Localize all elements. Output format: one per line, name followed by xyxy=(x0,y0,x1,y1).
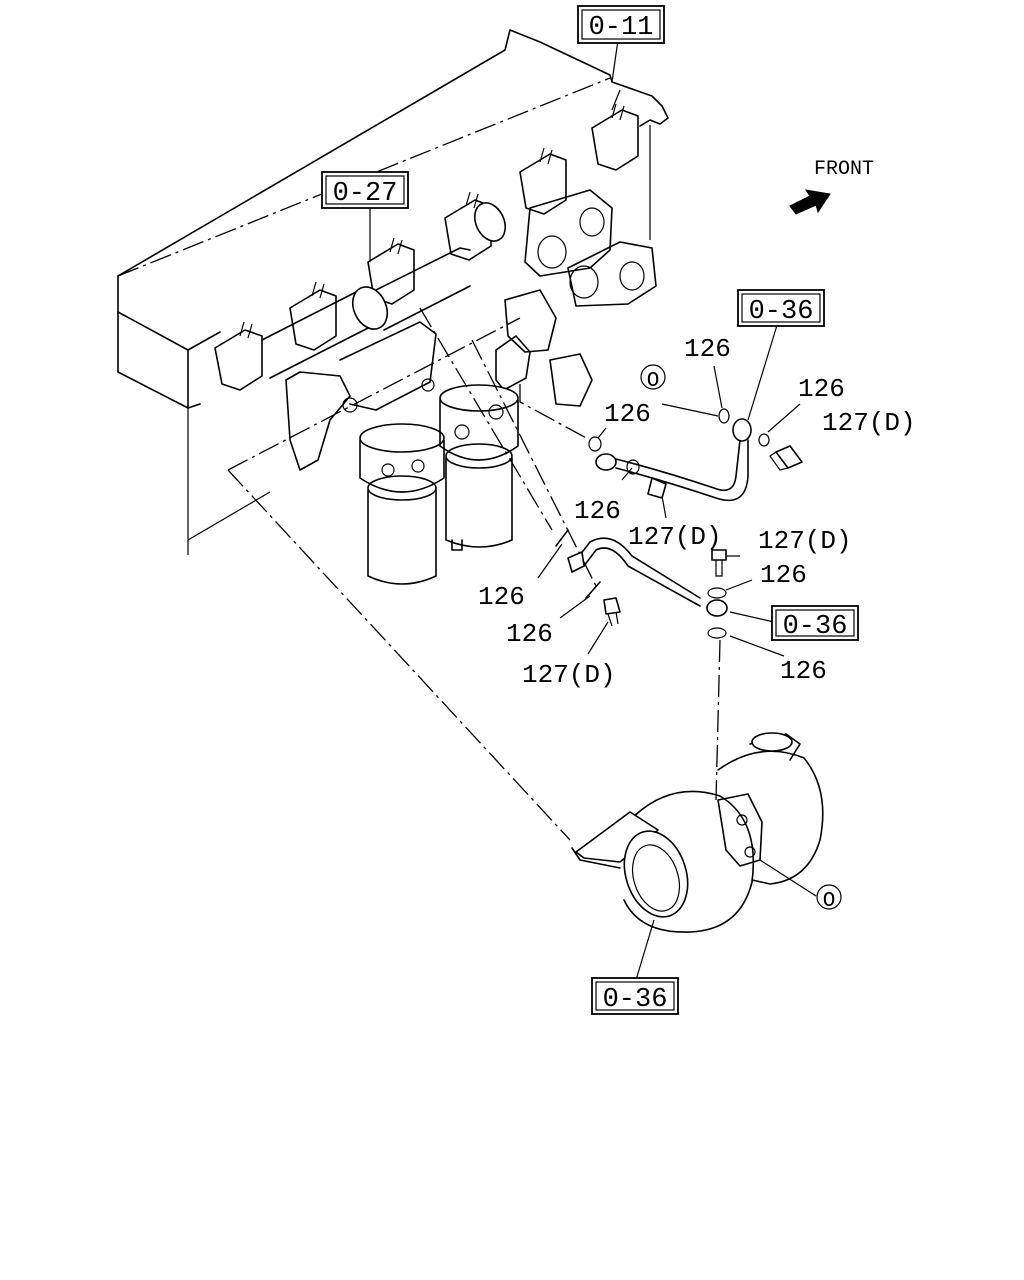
engine-block xyxy=(117,29,669,585)
callout-126: 126 xyxy=(604,399,651,429)
callout-126: 126 xyxy=(780,656,827,686)
ref-label-0-36-mid: 0-36 xyxy=(783,612,848,642)
ref-box-0-36-mid[interactable]: 0-36 xyxy=(771,605,859,642)
ref-label-0-36-top: 0-36 xyxy=(749,297,814,327)
front-indicator: FRONT xyxy=(789,158,874,215)
part-callouts: 126 126 126 126 126 126 126 126 127(D) 1… xyxy=(478,334,916,690)
callout-126: 126 xyxy=(684,334,731,364)
leader-lines xyxy=(117,77,721,841)
ref-label-0-36-bottom: 0-36 xyxy=(603,985,668,1015)
ref-box-0-36-bottom[interactable]: 0-36 xyxy=(591,977,679,1015)
callout-126: 126 xyxy=(506,619,553,649)
svg-text:O: O xyxy=(823,890,836,913)
front-label: FRONT xyxy=(814,158,874,181)
marker-o-upper: O xyxy=(640,364,666,393)
oil-filter-right xyxy=(439,384,519,551)
ref-box-0-11[interactable]: 0-11 xyxy=(577,5,665,44)
washers-and-bolts xyxy=(555,408,803,639)
callout-leaders xyxy=(369,39,817,981)
callout-127d: 127(D) xyxy=(758,526,852,556)
intake-manifold xyxy=(214,103,639,391)
turbocharger xyxy=(571,732,824,933)
ref-label-0-27: 0-27 xyxy=(333,179,398,209)
svg-text:O: O xyxy=(647,370,660,393)
exhaust-manifold xyxy=(495,189,657,407)
callout-126: 126 xyxy=(760,560,807,590)
callout-126: 126 xyxy=(798,374,845,404)
ref-box-0-36-top[interactable]: 0-36 xyxy=(737,289,825,327)
marker-o-lower: O xyxy=(816,884,842,913)
callout-126: 126 xyxy=(478,582,525,612)
oil-filter-left xyxy=(359,423,445,585)
callout-126: 126 xyxy=(574,496,621,526)
callout-127d: 127(D) xyxy=(822,408,916,438)
callout-127d: 127(D) xyxy=(628,522,722,552)
callout-127d: 127(D) xyxy=(522,660,616,690)
front-arrow-icon xyxy=(789,189,831,215)
ref-label-0-11: 0-11 xyxy=(589,13,654,43)
ref-box-0-27[interactable]: 0-27 xyxy=(321,171,409,209)
oil-pipes xyxy=(567,418,752,617)
